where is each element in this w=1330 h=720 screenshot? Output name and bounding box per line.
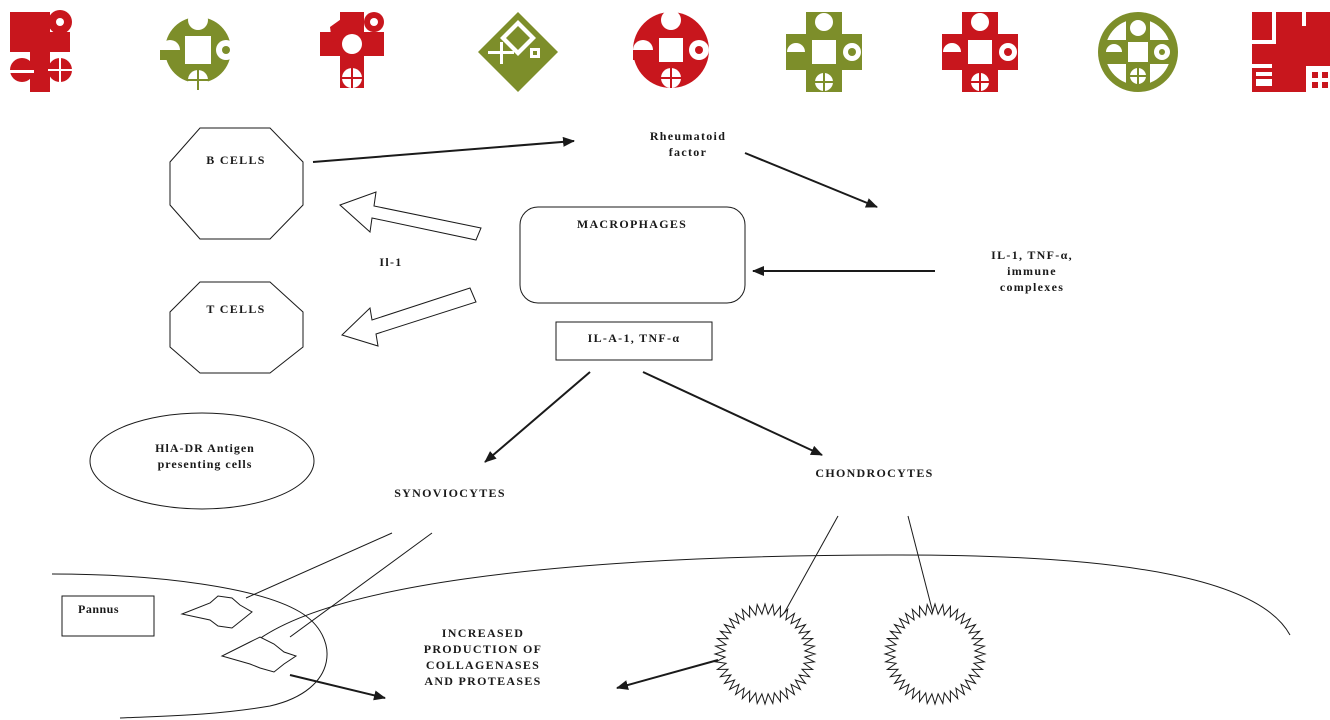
- pannus-box: [61, 595, 155, 637]
- olive-cross-logo-icon: [786, 12, 862, 92]
- chondrocytes-label: CHONDROCYTES: [815, 466, 934, 480]
- connector-chondro-2: [907, 515, 935, 618]
- connector-synovio-2: [289, 532, 433, 638]
- hla-dr-ellipse: [89, 412, 315, 510]
- b-cells-label: B CELLS: [206, 153, 266, 167]
- connector-synovio-1: [245, 532, 393, 599]
- il1-block-arrow-to-t-cells: [341, 287, 477, 347]
- il-a1-tnf-box: [555, 321, 713, 361]
- b-cells-octagon: [169, 127, 304, 240]
- synoviocyte-star-1: [180, 595, 253, 629]
- red-cross-logo-icon: [942, 12, 1018, 92]
- synoviocytes-label: SYNOVIOCYTES: [394, 486, 506, 500]
- arrow-tnf-to-synoviocytes: [484, 371, 591, 463]
- t-cells-label: T CELLS: [206, 302, 266, 316]
- chondrocyte-starburst-2: [883, 602, 987, 706]
- red-circle-logo-icon: [633, 10, 709, 88]
- red-cross-logo-icon: [10, 10, 72, 92]
- increased-production-label: INCREASED PRODUCTION OF COLLAGENASES AND…: [423, 626, 543, 688]
- t-cells-octagon: [169, 281, 304, 374]
- chondrocyte-starburst-1: [713, 602, 817, 706]
- il-a1-tnf-label: IL-A-1, TNF-α: [587, 331, 681, 345]
- joint-curve-lower: [239, 554, 1291, 657]
- il1-tnf-immune-label: IL-1, TNF-α, immune complexes: [991, 248, 1073, 294]
- hla-dr-label: HlA-DR Antigen presenting cells: [155, 441, 255, 471]
- logo-banner: [10, 10, 1330, 92]
- red-square-logo-icon: [1252, 12, 1330, 92]
- olive-diamond-logo-icon: [478, 12, 558, 92]
- macrophages-label: MACROPHAGES: [576, 217, 688, 231]
- olive-ring-logo-icon: [1098, 12, 1178, 92]
- pannus-label: Pannus: [78, 602, 120, 616]
- connector-chondro-1: [781, 515, 839, 618]
- il1-block-arrow-to-b-cells: [339, 191, 482, 241]
- red-star-cross-logo-icon: [320, 12, 384, 88]
- olive-circle-cross-logo-icon: [160, 10, 236, 90]
- rheumatoid-factor-label: Rheumatoid factor: [649, 129, 727, 159]
- arrow-b-cells-to-rheumatoid: [312, 136, 575, 163]
- il1-label: Il-1: [379, 255, 403, 269]
- synoviocyte-star-2: [220, 636, 298, 673]
- macrophages-box: [519, 206, 746, 304]
- arrow-rheumatoid-to-il1: [744, 152, 878, 208]
- arrow-chondrocyte-to-production: [616, 659, 719, 690]
- arrow-synovio-to-production: [289, 674, 386, 701]
- arrow-tnf-to-chondrocytes: [642, 371, 823, 456]
- joint-curve-upper: [51, 573, 328, 719]
